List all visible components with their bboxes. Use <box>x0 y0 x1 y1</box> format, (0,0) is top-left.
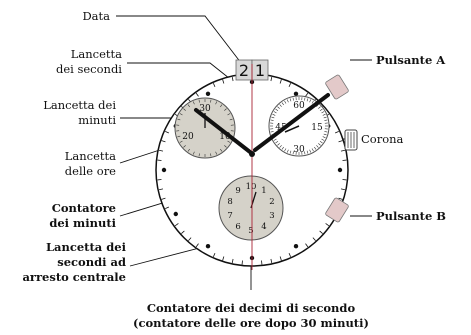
subdial-bottom-number: 1 <box>261 186 266 196</box>
subdial-bottom-number: 4 <box>261 222 266 232</box>
date-digit-2: 1 <box>255 61 265 80</box>
date-digit-1: 2 <box>239 61 249 80</box>
label-decimi-1: Contatore dei decimi di secondo <box>147 301 356 315</box>
labels-right: Pulsante A Corona Pulsante B <box>361 53 446 223</box>
label-data: Data <box>82 9 110 23</box>
subdial-right-30: 30 <box>293 145 305 155</box>
subdial-left: 30 10 20 <box>174 97 236 159</box>
subdial-bottom-number: 3 <box>269 211 274 221</box>
label-decimi-2: (contatore delle ore dopo 30 minuti) <box>133 316 369 330</box>
label-contatore-minuti-2: dei minuti <box>49 216 116 230</box>
subdial-left-10: 10 <box>219 132 231 142</box>
label-pulsante-a: Pulsante A <box>376 53 446 67</box>
subdial-right-60: 60 <box>293 101 305 111</box>
date-window: 2 1 <box>235 59 269 81</box>
pulsante-b-shape <box>325 197 349 223</box>
minute-hand <box>253 93 330 152</box>
corona-shape <box>344 129 358 151</box>
labels-left: Data Lancetta dei secondi Lancetta dei m… <box>22 9 126 284</box>
case-controls <box>325 74 358 223</box>
subdial-bottom-number: 9 <box>235 186 240 196</box>
subdial-right: 60 15 30 45 <box>268 95 330 157</box>
label-arresto-2: secondi ad <box>57 255 126 269</box>
subdial-bottom-number: 8 <box>227 197 232 207</box>
subdial-right-15: 15 <box>311 123 323 133</box>
label-lancetta-minuti-1: Lancetta dei <box>43 98 116 112</box>
subdial-bottom-number: 10 <box>246 182 257 192</box>
hour-hand <box>194 108 252 154</box>
subdial-bottom-number: 2 <box>269 197 274 207</box>
label-lancetta-minuti-2: minuti <box>78 113 116 127</box>
label-contatore-minuti-1: Contatore <box>52 201 116 215</box>
pulsante-a-shape <box>325 74 349 100</box>
label-corona: Corona <box>361 132 404 146</box>
label-lancetta-secondi-1: Lancetta <box>71 47 122 61</box>
leader-data <box>116 15 249 73</box>
labels-bottom: Contatore dei decimi di secondo (contato… <box>133 301 369 330</box>
label-lancetta-ore-2: delle ore <box>65 164 116 178</box>
label-arresto-3: arresto centrale <box>22 270 126 284</box>
main-hands <box>194 64 330 270</box>
subdial-bottom-number: 7 <box>227 211 232 221</box>
subdial-bottom-number: 6 <box>235 222 240 232</box>
label-lancetta-ore-1: Lancetta <box>65 149 116 163</box>
subdial-bottom-number: 5 <box>248 226 253 236</box>
label-pulsante-b: Pulsante B <box>376 209 446 223</box>
label-lancetta-secondi-2: dei secondi <box>56 62 122 76</box>
subdial-left-30: 30 <box>199 104 211 114</box>
subdial-left-20: 20 <box>182 132 194 142</box>
label-arresto-1: Lancetta dei <box>46 240 127 254</box>
